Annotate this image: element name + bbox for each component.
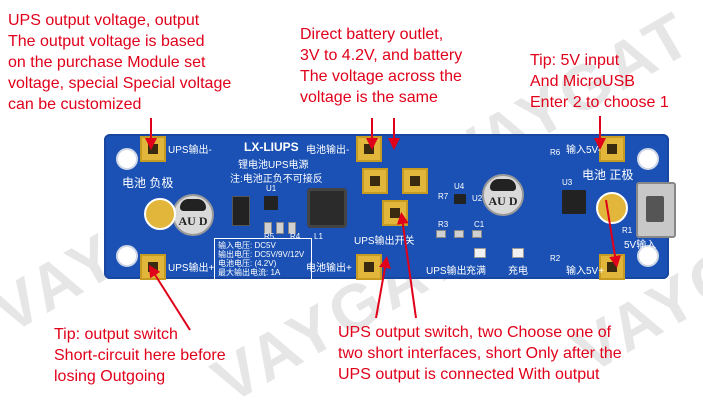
chip-u1 xyxy=(264,196,278,210)
charge-led xyxy=(512,248,524,258)
battery-positive-pad xyxy=(596,192,628,224)
resistor xyxy=(264,222,272,234)
resistor xyxy=(276,222,284,234)
annotation-output-switch-tip: Tip: output switch Short-circuit here be… xyxy=(54,326,226,385)
chip-u3 xyxy=(562,190,586,214)
ups-out-plus-pad xyxy=(140,254,166,280)
chip-u4 xyxy=(454,194,466,204)
ref-u3: U3 xyxy=(562,178,573,187)
ref-r5: R5 xyxy=(264,232,275,241)
ref-u1: U1 xyxy=(266,184,277,193)
silk-ups-out: UPS输出 xyxy=(426,266,467,277)
mounting-hole xyxy=(116,245,138,267)
spec-line: 输入电压: DC5V xyxy=(218,241,276,250)
annotation-battery-outlet: Direct battery outlet, 3V to 4.2V, and b… xyxy=(300,26,463,106)
mounting-hole xyxy=(637,245,659,267)
silk-bat-out-minus: 电池输出- xyxy=(306,145,350,156)
spec-box: 输入电压: DC5V 输出电压: DC5V/9V/12V 电池电压: (4.2V… xyxy=(214,238,312,280)
annotation-ups-output-voltage: UPS output voltage, output The output vo… xyxy=(8,12,232,113)
silk-charging: 充满 xyxy=(466,266,486,277)
silk-ups-out-minus: UPS输出- xyxy=(168,145,212,156)
ref-u2: U2 xyxy=(472,194,483,203)
board-title: LX-LIUPS xyxy=(244,140,299,154)
battery-negative-pad xyxy=(144,198,176,230)
pcb-board: UPS输出- UPS输出+ 电池输出- 电池输出+ 电池 负极 电池 正极 输入… xyxy=(104,134,676,280)
ref-r4: R4 xyxy=(290,232,301,241)
mounting-hole xyxy=(637,148,659,170)
resistor xyxy=(288,222,296,234)
silk-in-5v-plus: 输入5V+ xyxy=(566,266,605,277)
charging-led xyxy=(474,248,486,258)
ref-r3: R3 xyxy=(438,220,449,229)
ups-out-minus-pad xyxy=(140,136,166,162)
silk-bat-positive: 电池 正极 xyxy=(582,168,634,182)
board-subtitle: 锂电池UPS电源 xyxy=(238,160,309,171)
resistor xyxy=(454,230,464,238)
bat-out-plus-pad xyxy=(356,254,382,280)
ref-u4: U4 xyxy=(454,182,465,191)
silk-ups-out-plus: UPS输出+ xyxy=(168,263,215,274)
in-5v-minus-pad xyxy=(599,136,625,162)
capacitor xyxy=(472,230,482,238)
electrolytic-capacitor: AU D xyxy=(172,194,214,236)
silk-5v-in: 5V输入 xyxy=(624,240,657,251)
board-subtitle: 注:电池正负不可接反 xyxy=(230,174,323,185)
switch-pad xyxy=(402,168,428,194)
silk-bat-negative: 电池 负极 xyxy=(122,176,174,190)
silk-charge: 充电 xyxy=(508,266,528,277)
silk-in-5v-minus: 输入5V- xyxy=(566,145,602,156)
ref-c1: C1 xyxy=(474,220,485,229)
resistor xyxy=(436,230,446,238)
spec-line: 输出电压: DC5V/9V/12V xyxy=(218,250,305,259)
mounting-hole xyxy=(116,148,138,170)
diode xyxy=(232,196,250,226)
annotation-5v-input: Tip: 5V input And MicroUSB Enter 2 to ch… xyxy=(530,52,669,111)
electrolytic-capacitor: AU D xyxy=(482,174,524,216)
ref-r2: R2 xyxy=(550,254,561,263)
ref-r6: R6 xyxy=(550,148,561,157)
switch-pad xyxy=(362,168,388,194)
ref-r7: R7 xyxy=(438,192,449,201)
switch-pad xyxy=(382,200,408,226)
silk-bat-out-plus: 电池输出+ xyxy=(306,263,352,274)
silk-ups-switch: UPS输出开关 xyxy=(354,236,415,247)
spec-line: 电池电压: (4.2V) xyxy=(218,259,277,268)
micro-usb-port xyxy=(636,182,676,238)
ref-r1: R1 xyxy=(622,226,633,235)
spec-line: 最大输出电流: 1A xyxy=(218,268,281,277)
bat-out-minus-pad xyxy=(356,136,382,162)
annotation-ups-output-switch: UPS output switch, two Choose one of two… xyxy=(338,324,622,383)
ref-l1: L1 xyxy=(314,232,323,241)
inductor xyxy=(307,188,347,228)
